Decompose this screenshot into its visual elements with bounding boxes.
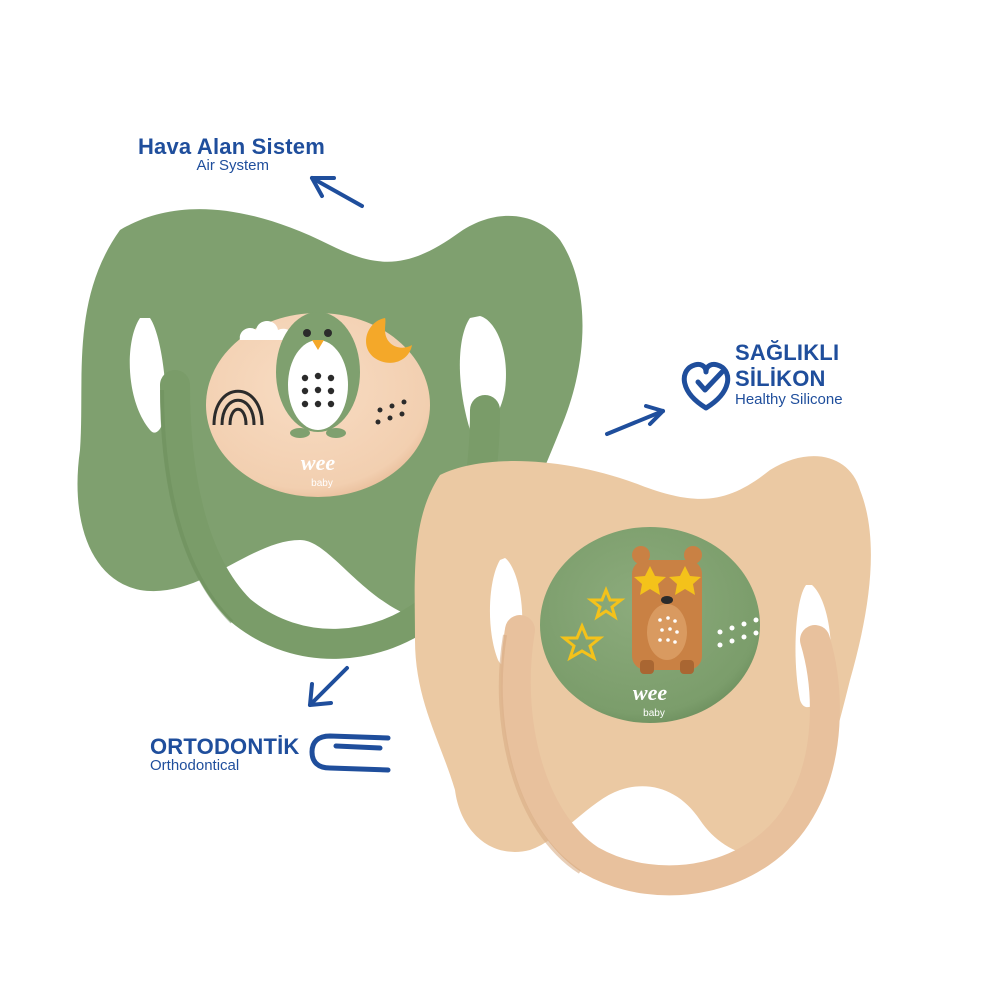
healthy-silicone-title-line2: SİLİKON <box>735 366 826 391</box>
healthy-silicone-title-line1: SAĞLIKLI <box>735 340 840 365</box>
arrow-healthy-silicone <box>605 404 665 436</box>
peach-ring <box>500 615 840 896</box>
star-icons <box>559 585 626 662</box>
orthodontic-label: ORTODONTİK Orthodontical <box>150 735 299 774</box>
brand-logo-sub: baby <box>643 708 665 719</box>
orthodontic-icon <box>309 733 391 773</box>
moon-icon <box>366 318 412 363</box>
healthy-silicone-subtitle: Healthy Silicone <box>735 391 843 408</box>
healthy-silicone-label: SAĞLIKLI SİLİKON Healthy Silicone <box>735 340 843 408</box>
dots-decoration <box>717 617 759 648</box>
orthodontic-title: ORTODONTİK <box>150 734 300 759</box>
green-shield-hole-left <box>129 318 167 433</box>
green-pacifier: wee baby <box>77 209 583 659</box>
brand-logo: wee <box>301 450 335 475</box>
peach-pacifier: wee baby <box>414 456 871 896</box>
cloud-icon <box>239 321 293 340</box>
orthodontic-subtitle: Orthodontical <box>150 757 240 775</box>
bear-icon <box>632 546 702 674</box>
arrow-orthodontic <box>308 666 349 707</box>
air-system-subtitle: Air System <box>196 157 269 175</box>
brand-logo: wee <box>633 680 667 705</box>
penguin-icon <box>276 312 360 438</box>
air-system-label: Hava Alan Sistem Air System <box>120 135 325 174</box>
brand-logo-sub: baby <box>311 478 333 489</box>
air-system-title: Hava Alan Sistem <box>137 134 325 159</box>
arrow-air-system <box>310 176 364 208</box>
rainbow-icon <box>212 389 264 426</box>
dots-decoration <box>375 399 407 425</box>
heart-check-icon <box>681 361 731 411</box>
